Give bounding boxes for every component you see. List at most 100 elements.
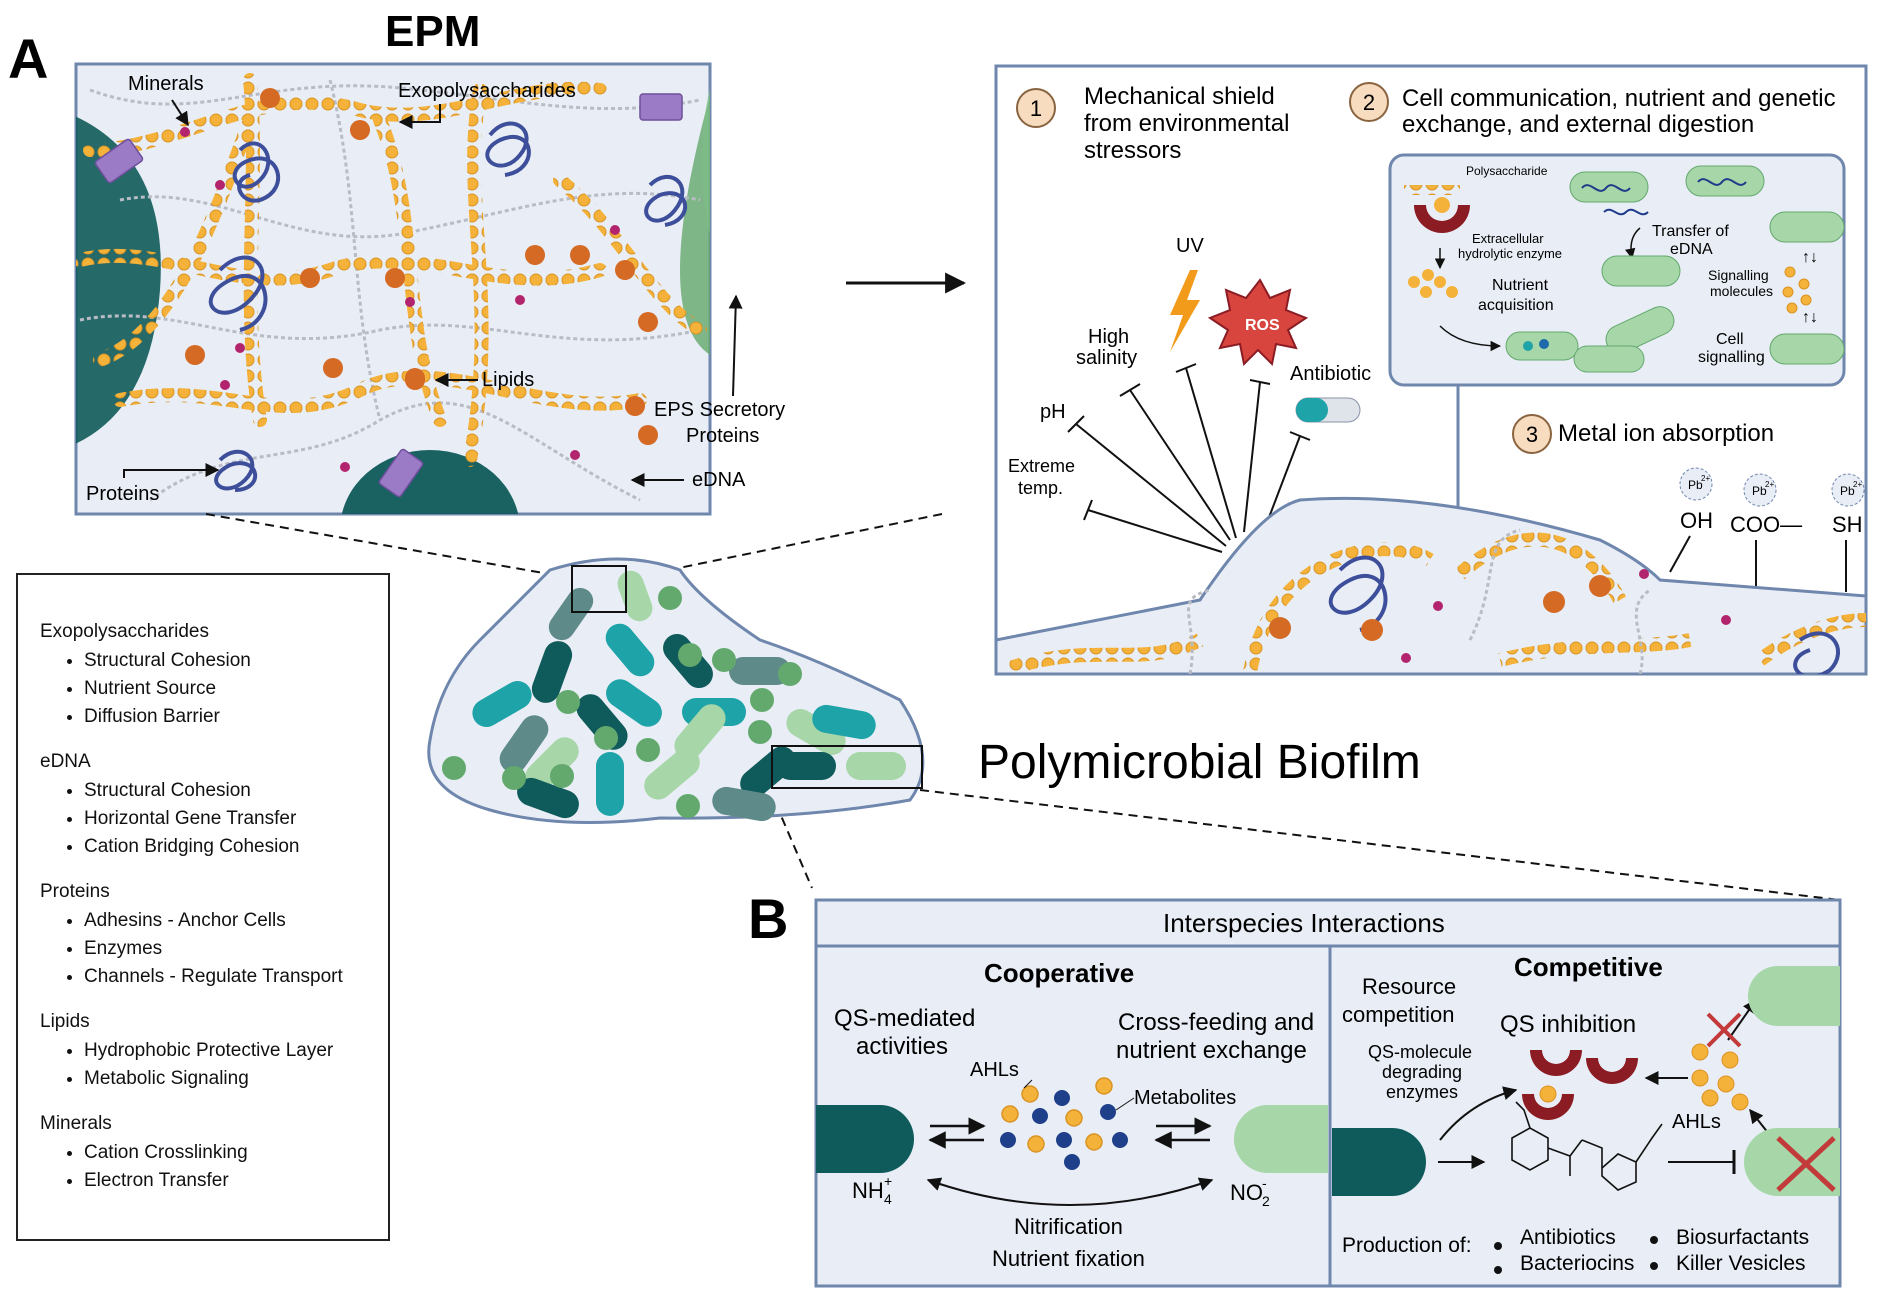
svg-text:degrading: degrading — [1382, 1062, 1462, 1082]
legend-item: Channels - Regulate Transport — [84, 963, 343, 991]
legend-group-proteins: Proteins Adhesins - Anchor Cells Enzymes… — [40, 881, 343, 991]
function-2-line2: exchange, and external digestion — [1402, 111, 1754, 138]
bacterium-green-top — [1748, 966, 1840, 1026]
function-3-line1: Metal ion absorption — [1558, 420, 1774, 447]
protein-blob — [232, 141, 280, 203]
svg-text:eDNA: eDNA — [1670, 241, 1713, 258]
label-minerals: Minerals — [128, 73, 204, 95]
legend-title: eDNA — [40, 751, 91, 772]
svg-text:Nitrification: Nitrification — [1014, 1214, 1123, 1239]
svg-text:Metabolites: Metabolites — [1134, 1087, 1236, 1109]
functions-panel: 1 Mechanical shield from environmental s… — [994, 64, 1868, 676]
secretory-protein — [378, 448, 424, 498]
legend-item: Metabolic Signaling — [84, 1065, 333, 1093]
svg-text:enzymes: enzymes — [1386, 1082, 1458, 1102]
number-badge-1 — [1016, 88, 1056, 128]
group-sh: SH — [1832, 512, 1863, 537]
svg-text:Resource: Resource — [1362, 974, 1456, 999]
svg-text:AHLs: AHLs — [970, 1059, 1019, 1081]
competitive-title: Competitive — [1514, 952, 1663, 982]
bacterium — [531, 641, 573, 703]
svg-text:2: 2 — [1262, 1193, 1270, 1209]
bacterium — [499, 715, 549, 773]
bacterium — [729, 657, 791, 685]
svg-text:2+: 2+ — [1765, 480, 1774, 489]
bacterium — [525, 737, 579, 791]
protein-blob — [485, 121, 531, 177]
group-oh: OH — [1680, 508, 1713, 533]
secretory-protein — [639, 93, 683, 121]
panel-label-b: B — [748, 887, 788, 950]
svg-text:signalling: signalling — [1698, 349, 1765, 366]
legend-item: Cation Crosslinking — [84, 1139, 248, 1167]
antibiotic-molecule — [1511, 1101, 1663, 1191]
protein-blob — [1328, 555, 1388, 632]
function-1-line1: Mechanical shield — [1084, 83, 1275, 110]
stressor-antibiotic: Antibiotic — [1290, 363, 1371, 385]
svg-text:Transfer of: Transfer of — [1652, 223, 1729, 240]
product-biosurfactants: Biosurfactants — [1676, 1226, 1809, 1249]
bacterium-dark-left — [816, 1105, 914, 1173]
svg-text:-: - — [1262, 1175, 1267, 1191]
label-exopolysaccharides: Exopolysaccharides — [398, 80, 576, 102]
bacterium — [517, 777, 579, 819]
bacterium — [812, 704, 876, 740]
legend-group-exopolysaccharides: Exopolysaccharides Structural Cohesion N… — [40, 621, 251, 731]
pb-ion: Pb 2+ — [1679, 467, 1713, 501]
product-antibiotics: Antibiotics — [1520, 1226, 1616, 1249]
stressor-uv: UV — [1176, 235, 1204, 257]
bacterium — [1569, 171, 1649, 203]
bacterium — [606, 679, 662, 727]
svg-text:QS inhibition: QS inhibition — [1500, 1011, 1636, 1038]
svg-text:3: 3 — [1526, 422, 1538, 447]
legend-title: Lipids — [40, 1011, 90, 1032]
hydrolytic-enzyme — [1414, 205, 1470, 233]
svg-text:Pb: Pb — [1752, 484, 1767, 498]
bacterium — [644, 748, 700, 800]
svg-text:Polysaccharide: Polysaccharide — [1466, 164, 1548, 178]
stressor-ph: pH — [1040, 401, 1066, 423]
blocked-x-icon — [1706, 1012, 1742, 1048]
svg-text:nutrient exchange: nutrient exchange — [1116, 1037, 1307, 1064]
function-1-line3: stressors — [1084, 137, 1181, 164]
bacterium — [786, 709, 846, 755]
bacterium — [472, 681, 532, 727]
zoom-box-epm — [571, 565, 627, 613]
svg-text:hydrolytic enzyme: hydrolytic enzyme — [1458, 246, 1562, 261]
interactions-header: Interspecies Interactions — [1163, 908, 1445, 938]
epm-panel: Minerals Exopolysaccharides Lipids EPS S… — [74, 62, 799, 516]
label-proteins: Proteins — [86, 483, 159, 505]
bacterium — [1685, 165, 1765, 197]
uv-bolt-icon — [1170, 270, 1200, 352]
stressor-extreme-temp-2: temp. — [1018, 478, 1063, 498]
panel-label-a: A — [8, 27, 48, 90]
legend-item: Enzymes — [84, 935, 343, 963]
bacterium — [674, 704, 726, 760]
svg-text:competition: competition — [1342, 1002, 1455, 1027]
svg-text:QS-mediated: QS-mediated — [834, 1005, 975, 1032]
bacterium — [1573, 345, 1645, 373]
svg-text:4: 4 — [884, 1191, 892, 1207]
svg-text:↑↓: ↑↓ — [1802, 309, 1818, 326]
qs-degrading-enzyme — [1522, 1094, 1574, 1120]
function-2-line1: Cell communication, nutrient and genetic — [1402, 85, 1836, 112]
label-eps-secretory-2: Proteins — [686, 425, 759, 447]
svg-text:acquisition: acquisition — [1478, 297, 1554, 314]
svg-text:↑↓: ↑↓ — [1802, 249, 1818, 266]
signal-molecules — [1000, 1077, 1128, 1170]
biofilm-blob — [427, 557, 925, 824]
legend-group-edna: eDNA Structural Cohesion Horizontal Gene… — [40, 751, 299, 861]
bacterium — [1769, 211, 1845, 243]
bacterium — [776, 752, 836, 780]
bacterium — [1601, 255, 1681, 287]
svg-text:NH: NH — [852, 1178, 884, 1203]
bacterium — [596, 752, 624, 816]
interactions-panel: Interspecies Interactions Cooperative QS… — [814, 898, 1842, 1288]
protein-blob — [1793, 631, 1841, 674]
bacterium — [548, 587, 594, 641]
product-bacteriocins: Bacteriocins — [1520, 1252, 1634, 1275]
stressor-high-salinity-2: salinity — [1076, 347, 1137, 369]
secretory-protein — [750, 245, 799, 289]
killed-x-icon — [1776, 1136, 1836, 1192]
protein-blob — [644, 174, 687, 227]
